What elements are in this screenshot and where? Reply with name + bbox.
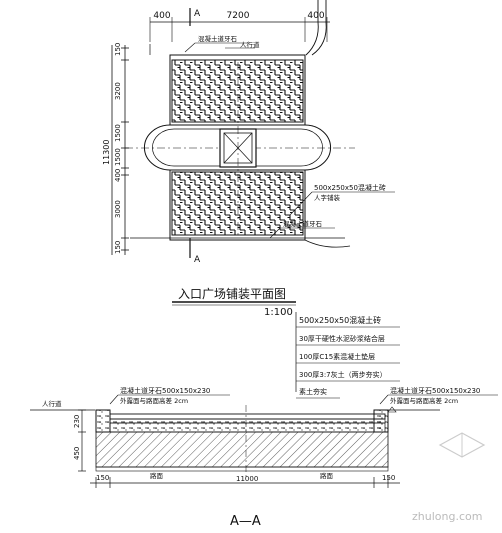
paver-block-top — [171, 59, 304, 123]
paver-block-bottom — [171, 171, 304, 236]
dim-left-5: 3000 — [114, 200, 122, 218]
dim-230: 230 — [73, 415, 81, 428]
road-curve-top — [305, 0, 327, 56]
layer-4: 300厚3:7灰土（两步夯实） — [299, 370, 387, 379]
section-view: 500x250x50混凝土砖 30厚干硬性水泥砂浆结合层 100厚C15素混凝土… — [30, 312, 498, 529]
paver-layer — [109, 413, 386, 420]
dim-450: 450 — [73, 447, 81, 460]
dim-left-2: 1500 — [114, 124, 122, 142]
label-curb-top: 混凝土道牙石 — [198, 34, 238, 43]
mortar-layer — [109, 418, 386, 424]
layer-2: 30厚干硬性水泥砂浆结合层 — [299, 334, 385, 343]
layer-callouts: 500x250x50混凝土砖 30厚干硬性水泥砂浆结合层 100厚C15素混凝土… — [296, 315, 400, 399]
concrete-layer — [109, 422, 386, 433]
section-title: A—A — [230, 514, 261, 529]
layer-5: 素土夯实 — [299, 387, 327, 396]
plan-view: 400 7200 400 A — [102, 0, 395, 318]
dim-top-mid: 7200 — [227, 11, 250, 21]
dim-left-4: 400 — [114, 169, 122, 182]
left-dim-ticks — [121, 47, 129, 251]
lime-soil-layer — [95, 431, 389, 468]
dim-left-6: 150 — [114, 241, 122, 254]
curb-left — [95, 409, 111, 433]
plan-scale: 1:100 — [264, 307, 293, 318]
label-paver: 500x250x50混凝土砖 — [314, 183, 386, 192]
dim-section-mid: 11000 — [236, 475, 258, 483]
watermark-text: zhulong.com — [412, 510, 482, 523]
section-marker-bottom: A — [194, 255, 201, 265]
label-sidewalk-left: 人行道 — [42, 399, 62, 408]
dim-section-right: 150 — [382, 474, 395, 482]
label-left-curb: 混凝土道牙石500x150x230 — [120, 386, 210, 395]
plan-title: 入口广场铺装平面图 — [178, 287, 286, 301]
label-sidewalk: 人行道 — [240, 40, 260, 49]
dim-top-right: 400 — [307, 11, 324, 21]
central-planter-inner — [152, 128, 323, 167]
curb-right — [373, 409, 389, 433]
label-left-curb-sub: 外露面与路面高差 2cm — [120, 396, 188, 405]
road-left: 路面 — [150, 471, 164, 480]
section-marker-top: A — [194, 9, 201, 19]
watermark-logo-icon — [438, 432, 486, 458]
layer-3: 100厚C15素混凝土垫层 — [299, 352, 375, 361]
dim-left-total: 11300 — [102, 140, 111, 165]
layer-1: 500x250x50混凝土砖 — [299, 315, 381, 325]
dim-left-0: 150 — [114, 43, 122, 56]
dim-top-left: 400 — [153, 11, 170, 21]
road-right: 路面 — [320, 471, 334, 480]
dim-left-3: 1500 — [114, 148, 122, 166]
label-paver-sub: 人字铺装 — [314, 193, 341, 202]
dim-left-1: 3200 — [114, 82, 122, 100]
label-right-curb: 混凝土道牙石500x150x230 — [390, 386, 480, 395]
watermark: zhulong.com — [412, 432, 486, 523]
label-right-curb-sub: 外露面与路面高差 2cm — [390, 396, 458, 405]
label-curb-bottom: 混凝土道牙石 — [283, 219, 323, 228]
dim-section-left: 150 — [96, 474, 109, 482]
